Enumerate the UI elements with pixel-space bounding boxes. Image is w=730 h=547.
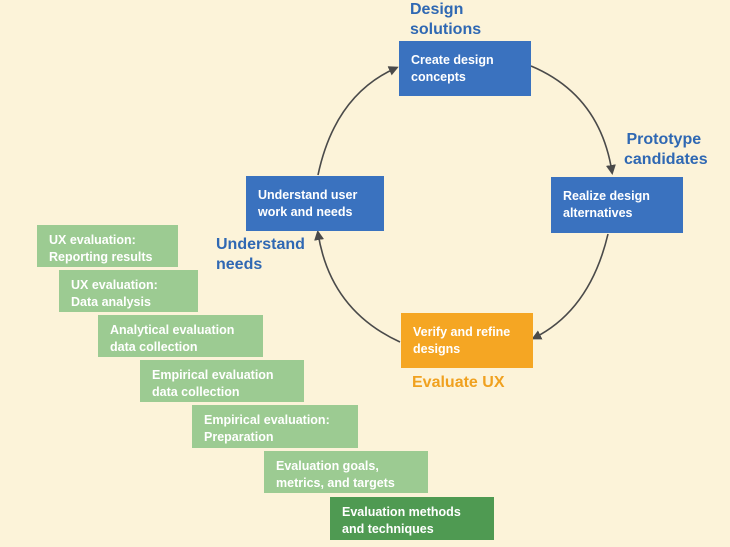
- step-line1: UX evaluation:: [71, 278, 158, 292]
- understand-needs-line1: Understand: [216, 236, 305, 253]
- verify-refine-designs-box: Verify and refine designs: [401, 313, 533, 368]
- step-line1: UX evaluation:: [49, 233, 136, 247]
- prototype-candidates-line2: candidates: [624, 151, 708, 168]
- design-solutions-line1: Design: [410, 1, 464, 18]
- realize-design-alternatives-box: Realize design alternatives: [551, 177, 683, 233]
- verify-refine-designs-line2: designs: [413, 342, 461, 356]
- create-design-concepts-line2: concepts: [411, 70, 466, 84]
- step-analytical-data-collection: Analytical evaluation data collection: [98, 315, 263, 357]
- understand-user-work-box: Understand user work and needs: [246, 176, 384, 231]
- step-line1: Empirical evaluation: [152, 368, 274, 382]
- understand-needs-label: Understand needs: [216, 235, 305, 275]
- verify-refine-designs-line1: Verify and refine: [413, 325, 511, 339]
- step-empirical-data-collection: Empirical evaluation data collection: [140, 360, 304, 402]
- understand-user-work-line1: Understand user: [258, 188, 358, 202]
- step-line2: and techniques: [342, 522, 434, 536]
- realize-design-alternatives-line1: Realize design: [563, 189, 650, 203]
- step-line1: Evaluation methods: [342, 505, 461, 519]
- step-line2: Reporting results: [49, 250, 153, 264]
- step-empirical-preparation: Empirical evaluation: Preparation: [192, 405, 358, 448]
- step-line2: data collection: [110, 340, 198, 354]
- design-solutions-line2: solutions: [410, 21, 482, 38]
- step-line1: Empirical evaluation:: [204, 413, 330, 427]
- create-design-concepts-line1: Create design: [411, 53, 494, 67]
- create-design-concepts-box: Create design concepts: [399, 41, 531, 96]
- arrow-realize-to-verify: [531, 233, 609, 340]
- step-line1: Evaluation goals,: [276, 459, 379, 473]
- step-line2: Data analysis: [71, 295, 151, 309]
- step-line2: data collection: [152, 385, 240, 399]
- prototype-candidates-line1: Prototype: [626, 131, 702, 148]
- design-solutions-label: Design solutions: [410, 0, 481, 40]
- prototype-candidates-label: Prototype candidates: [620, 130, 708, 170]
- understand-needs-line2: needs: [216, 256, 263, 273]
- realize-design-alternatives-line2: alternatives: [563, 206, 633, 220]
- step-reporting-results: UX evaluation: Reporting results: [37, 225, 178, 267]
- arrow-verify-to-understand: [314, 230, 401, 343]
- step-line1: Analytical evaluation: [110, 323, 235, 337]
- step-data-analysis: UX evaluation: Data analysis: [59, 270, 198, 312]
- evaluate-ux-label: Evaluate UX: [412, 374, 505, 391]
- arrow-understand-to-design: [317, 66, 399, 176]
- understand-user-work-line2: work and needs: [258, 205, 353, 219]
- step-evaluation-methods: Evaluation methods and techniques: [330, 497, 494, 540]
- step-line2: metrics, and targets: [276, 476, 395, 490]
- arrow-design-to-realize: [530, 65, 616, 175]
- step-line2: Preparation: [204, 430, 274, 444]
- step-evaluation-goals: Evaluation goals, metrics, and targets: [264, 451, 428, 493]
